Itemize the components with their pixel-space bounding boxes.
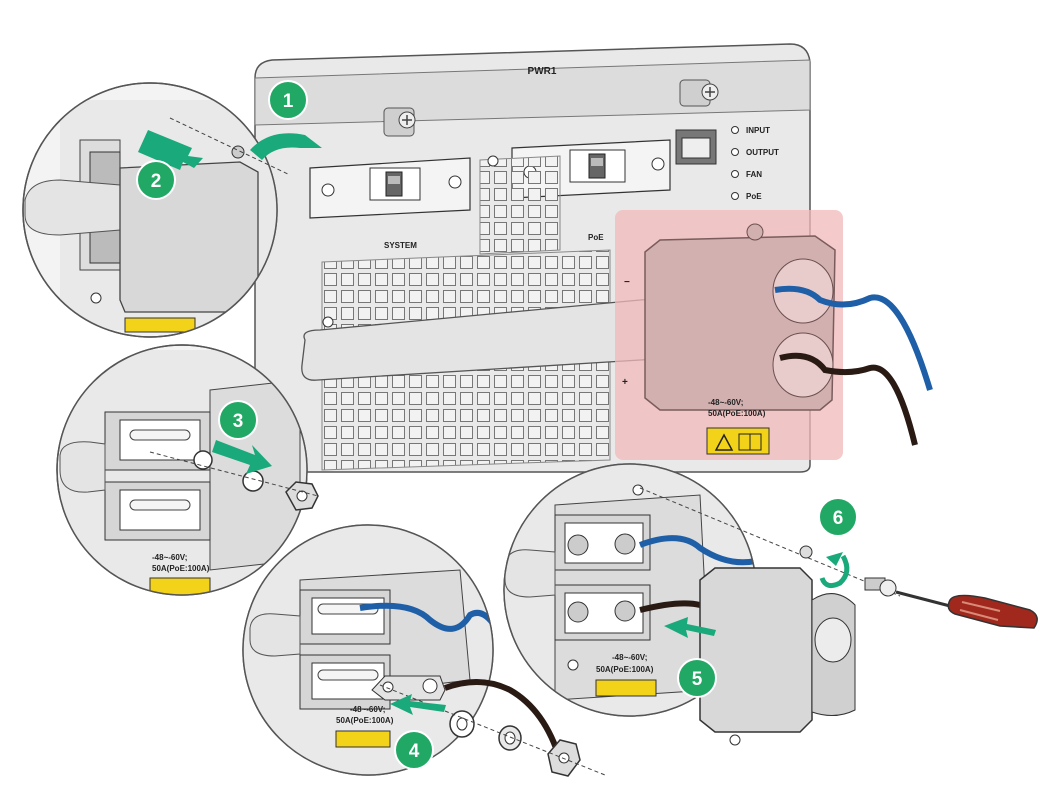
step-number-3: 3 [233,411,244,432]
arrow-step-1 [250,133,322,160]
polarity-positive: + [622,377,628,388]
cable-positive [443,678,563,761]
detail-view-attach-lugs: -48~-60V; 50A(PoE:100A) [242,524,606,777]
action-arrows [138,130,716,715]
step-number-5: 5 [692,669,703,690]
switch-label-system: SYSTEM [384,241,417,250]
screwdriver-icon [895,590,1038,629]
cable-negative [359,602,493,691]
c5-rating-line1: -48~-60V; [612,653,647,662]
switch-label-poe: PoE [588,233,604,242]
step-badge-4: 4 [394,730,434,770]
step-badge-5: 5 [677,658,717,698]
warning-triangle-icon [714,433,734,451]
terminal-bolts [567,533,636,623]
screw-icon [383,107,416,137]
step-number-1: 1 [283,91,294,112]
led-label-poe: PoE [746,192,762,201]
c3-rating-line2: 50A(PoE:100A) [152,564,210,573]
step-number-6: 6 [833,508,844,529]
led-label-input: INPUT [746,126,770,135]
step-badge-2: 2 [136,160,176,200]
c4-rating-line2: 50A(PoE:100A) [336,716,394,725]
terminal-cover-highlight: − + -48~-60V; 50A(PoE:100A) [615,210,933,460]
c4-rating-line1: -48~-60V; [350,705,385,714]
power-module-chassis: PWR1 [254,43,811,473]
rating-main-line1: -48~-60V; [708,398,743,407]
step-badge-6: 6 [818,497,858,537]
step-badge-3: 3 [218,400,258,440]
rotate-arrow-icon [819,554,850,589]
arrow-step-2 [138,130,203,170]
led-label-output: OUTPUT [746,148,779,157]
led-label-fan: FAN [746,170,762,179]
cable-negative [774,285,933,391]
arrow-step-3 [212,440,272,474]
detail-view-reinstall-cover: -48~-60V; 50A(PoE:100A) [503,463,1038,746]
step-badge-1: 1 [268,80,308,120]
terminal-cover [699,567,813,733]
cable-positive [779,352,918,446]
arrow-step-5 [664,617,716,638]
step-number-2: 2 [151,171,162,192]
screw-icon [679,79,719,107]
c5-rating-line2: 50A(PoE:100A) [596,665,654,674]
step-number-4: 4 [409,741,420,762]
screw-icon [864,577,897,597]
polarity-negative: − [624,277,630,288]
module-label: PWR1 [528,66,557,77]
c3-rating-line1: -48~-60V; [152,553,187,562]
warning-label [706,427,770,455]
arrow-step-4 [390,694,446,715]
console-port [675,129,717,165]
status-led-list: INPUT OUTPUT FAN PoE [731,126,779,201]
rating-main-line2: 50A(PoE:100A) [708,409,766,418]
cable-negative [638,535,756,566]
system-switch-panel [309,157,471,219]
detail-view-remove-cover [22,82,291,338]
